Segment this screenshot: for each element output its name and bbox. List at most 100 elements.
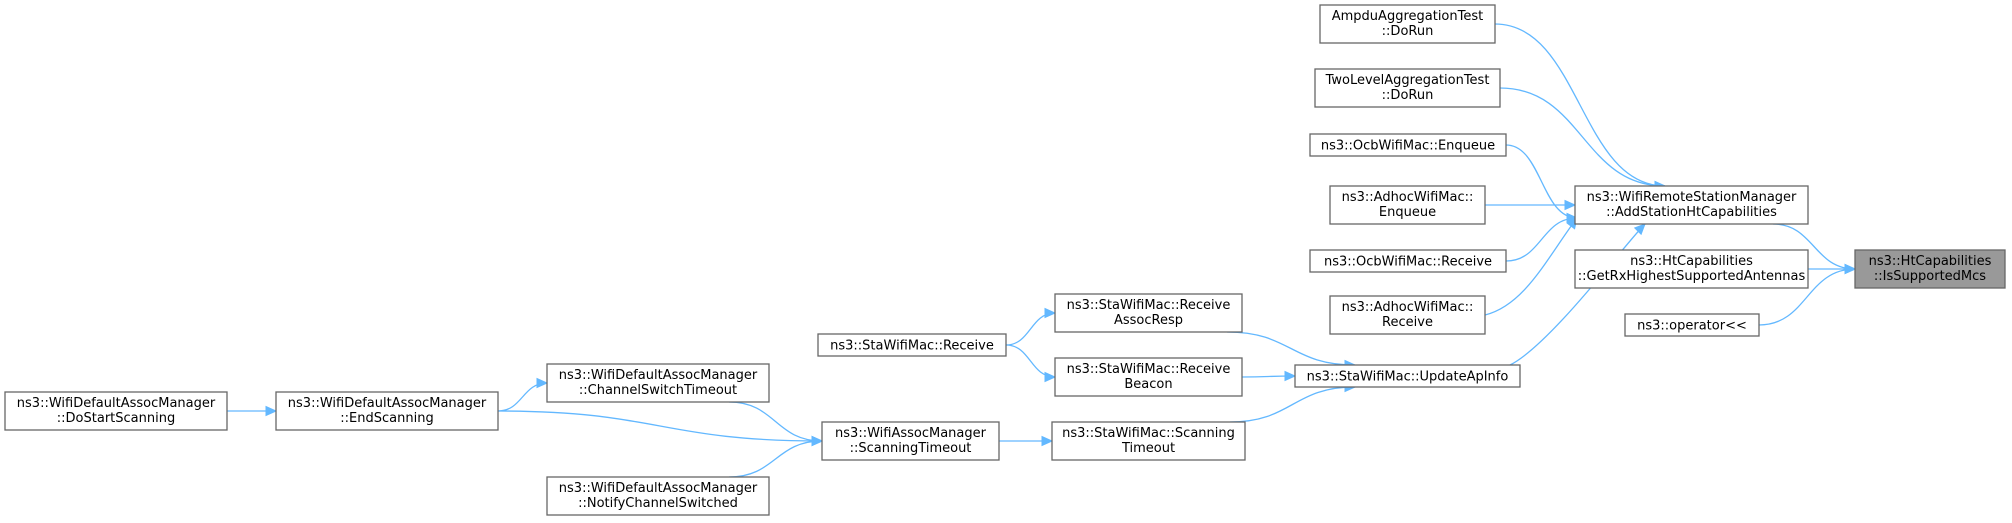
edge-line — [1005, 312, 1056, 346]
edge-n14-n11 — [1005, 307, 1057, 346]
edge-line — [1758, 268, 1856, 326]
node-htcapabilities-issupportedmcs-label: ns3::HtCapabilities — [1869, 254, 1992, 269]
node-wifidefaultassocmanager-channelswitchtimeout[interactable]: ns3::WifiDefaultAssocManager::ChannelSwi… — [546, 363, 770, 403]
edge-line — [1484, 217, 1578, 316]
edge-line — [728, 401, 823, 442]
edge-line — [497, 410, 823, 442]
node-wifiremotestationmanager-addstationhtcapabilities-label: ns3::WifiRemoteStationManager — [1587, 190, 1797, 205]
node-wifidefaultassocmanager-dostartscanning-label: ::DoStartScanning — [57, 411, 175, 426]
node-wifidefaultassocmanager-dostartscanning-box — [4, 391, 228, 431]
edge-line — [728, 440, 823, 478]
node-operator-shift-box — [1624, 313, 1760, 337]
node-stawifimac-scanningtimeout-label: Timeout — [1121, 441, 1175, 456]
edge-arrowhead — [811, 435, 824, 447]
node-adhocwifimac-receive-box — [1329, 295, 1486, 335]
edge-line — [1005, 344, 1056, 378]
edge-n11-n10 — [1226, 331, 1357, 371]
node-operator-shift-label: ns3::operator<< — [1637, 319, 1747, 334]
node-wifidefaultassocmanager-endscanning-label: ::EndScanning — [340, 411, 433, 426]
edge-arrowhead — [1041, 435, 1054, 447]
node-stawifimac-scanningtimeout[interactable]: ns3::StaWifiMac::ScanningTimeout — [1051, 421, 1246, 461]
node-twolevelaggregationtest-dorun-box — [1314, 68, 1501, 108]
node-adhocwifimac-enqueue-label: ns3::AdhocWifiMac:: — [1342, 190, 1474, 205]
edge-n12-n10 — [1241, 370, 1297, 382]
node-wifiassocmanager-scanningtimeout-label: ns3::WifiAssocManager — [835, 426, 987, 441]
node-adhocwifimac-receive-label: Receive — [1382, 315, 1433, 330]
node-wifidefaultassocmanager-channelswitchtimeout-label: ::ChannelSwitchTimeout — [579, 383, 737, 398]
node-wifidefaultassocmanager-notifychannelswitched-box — [546, 476, 770, 516]
node-wifidefaultassocmanager-channelswitchtimeout-label: ns3::WifiDefaultAssocManager — [559, 368, 758, 383]
node-ocbwifimac-receive[interactable]: ns3::OcbWifiMac::Receive — [1309, 249, 1507, 273]
node-ampduaggregationtest-dorun[interactable]: AmpduAggregationTest::DoRun — [1319, 4, 1496, 44]
node-wifidefaultassocmanager-endscanning-box — [275, 391, 499, 431]
node-operator-shift[interactable]: ns3::operator<< — [1624, 313, 1760, 337]
edge-arrowhead — [1564, 199, 1577, 211]
node-adhocwifimac-receive[interactable]: ns3::AdhocWifiMac::Receive — [1329, 295, 1486, 335]
edge-line — [1499, 87, 1666, 187]
node-ampduaggregationtest-dorun-label: ::DoRun — [1382, 24, 1434, 39]
node-wifiassocmanager-scanningtimeout-box — [821, 421, 1000, 461]
node-stawifimac-receiveassocresp-label: ns3::StaWifiMac::Receive — [1067, 298, 1231, 313]
node-stawifimac-receive[interactable]: ns3::StaWifiMac::Receive — [817, 333, 1007, 357]
edge-n4-n1 — [1494, 23, 1667, 192]
edge-line — [1509, 223, 1646, 366]
node-htcapabilities-getrxhighestsupportedantennas[interactable]: ns3::HtCapabilities::GetRxHighestSupport… — [1574, 249, 1809, 289]
node-htcapabilities-issupportedmcs[interactable]: ns3::HtCapabilities::IsSupportedMcs — [1854, 249, 2006, 289]
node-stawifimac-receive-label: ns3::StaWifiMac::Receive — [830, 339, 994, 354]
node-htcapabilities-getrxhighestsupportedantennas-box — [1574, 249, 1809, 289]
node-wifidefaultassocmanager-endscanning[interactable]: ns3::WifiDefaultAssocManager::EndScannin… — [275, 391, 499, 431]
node-ocbwifimac-enqueue-box — [1309, 133, 1507, 157]
edge-arrowhead — [536, 377, 549, 389]
node-ampduaggregationtest-dorun-label: AmpduAggregationTest — [1332, 9, 1483, 24]
node-htcapabilities-issupportedmcs-box — [1854, 249, 2006, 289]
edge-n18-n15 — [728, 435, 824, 478]
node-wifiremotestationmanager-addstationhtcapabilities-box — [1574, 185, 1809, 225]
node-wifidefaultassocmanager-notifychannelswitched[interactable]: ns3::WifiDefaultAssocManager::NotifyChan… — [546, 476, 770, 516]
edge-line — [1772, 223, 1856, 270]
edge-n7-n1 — [1485, 199, 1577, 211]
node-wifiremotestationmanager-addstationhtcapabilities[interactable]: ns3::WifiRemoteStationManager::AddStatio… — [1574, 185, 1809, 225]
node-wifidefaultassocmanager-notifychannelswitched-label: ns3::WifiDefaultAssocManager — [559, 481, 758, 496]
node-wifidefaultassocmanager-dostartscanning-label: ns3::WifiDefaultAssocManager — [17, 396, 216, 411]
edge-n3-n0 — [1758, 263, 1857, 326]
node-htcapabilities-getrxhighestsupportedantennas-label: ::GetRxHighestSupportedAntennas — [1578, 269, 1806, 284]
node-twolevelaggregationtest-dorun[interactable]: TwoLevelAggregationTest::DoRun — [1314, 68, 1501, 108]
node-twolevelaggregationtest-dorun-label: TwoLevelAggregationTest — [1325, 73, 1490, 88]
edge-line — [1494, 23, 1666, 187]
graph-edges — [226, 23, 1857, 478]
node-twolevelaggregationtest-dorun-label: ::DoRun — [1382, 88, 1434, 103]
edge-arrowhead — [1284, 370, 1297, 382]
node-stawifimac-updateapinfo-label: ns3::StaWifiMac::UpdateApInfo — [1307, 370, 1509, 385]
node-stawifimac-updateapinfo-box — [1294, 364, 1521, 388]
node-htcapabilities-issupportedmcs-label: ::IsSupportedMcs — [1874, 269, 1986, 284]
edge-n6-n1 — [1505, 144, 1579, 224]
node-stawifimac-updateapinfo[interactable]: ns3::StaWifiMac::UpdateApInfo — [1294, 364, 1521, 388]
node-wifiassocmanager-scanningtimeout[interactable]: ns3::WifiAssocManager::ScanningTimeout — [821, 421, 1000, 461]
node-htcapabilities-getrxhighestsupportedantennas-label: ns3::HtCapabilities — [1630, 254, 1753, 269]
edge-n17-n16 — [497, 377, 549, 412]
node-ampduaggregationtest-dorun-box — [1319, 4, 1496, 44]
node-stawifimac-receiveassocresp-box — [1054, 293, 1243, 333]
node-wifidefaultassocmanager-channelswitchtimeout-box — [546, 363, 770, 403]
edge-arrowhead — [1844, 263, 1857, 275]
node-ocbwifimac-receive-box — [1309, 249, 1507, 273]
edge-arrowhead — [1044, 371, 1057, 383]
edge-n15-n13 — [999, 435, 1054, 447]
node-stawifimac-receivebeacon-box — [1054, 357, 1243, 397]
edge-n13-n10 — [1229, 381, 1357, 423]
node-ocbwifimac-enqueue[interactable]: ns3::OcbWifiMac::Enqueue — [1309, 133, 1507, 157]
node-adhocwifimac-enqueue-box — [1329, 185, 1486, 225]
node-wifidefaultassocmanager-endscanning-label: ns3::WifiDefaultAssocManager — [288, 396, 487, 411]
edge-n16-n15 — [728, 401, 824, 447]
node-adhocwifimac-receive-label: ns3::AdhocWifiMac:: — [1342, 300, 1474, 315]
edge-n8-n1 — [1505, 212, 1579, 262]
node-stawifimac-receivebeacon-label: ns3::StaWifiMac::Receive — [1067, 362, 1231, 377]
node-wifidefaultassocmanager-notifychannelswitched-label: ::NotifyChannelSwitched — [578, 496, 738, 511]
node-stawifimac-receive-box — [817, 333, 1007, 357]
node-wifidefaultassocmanager-dostartscanning[interactable]: ns3::WifiDefaultAssocManager::DoStartSca… — [4, 391, 228, 431]
edge-line — [497, 382, 548, 412]
node-adhocwifimac-enqueue[interactable]: ns3::AdhocWifiMac::Enqueue — [1329, 185, 1486, 225]
node-stawifimac-scanningtimeout-box — [1051, 421, 1246, 461]
